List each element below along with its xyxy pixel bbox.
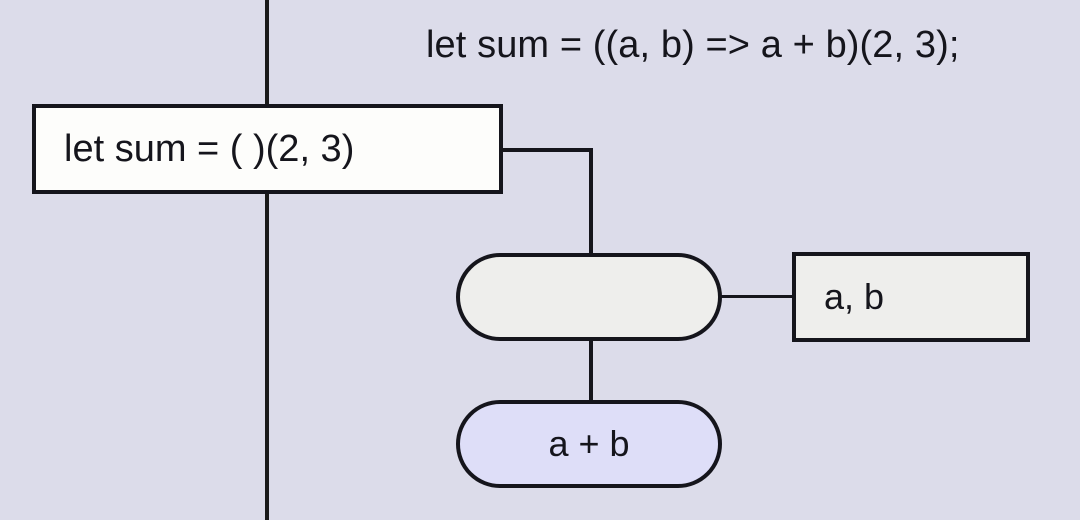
node-function-body[interactable]: a + b (456, 400, 722, 488)
connector-call-to-function-horizontal (499, 148, 593, 152)
connector-function-to-body (589, 337, 593, 404)
vertical-divider-line (265, 0, 269, 520)
node-call-expression[interactable]: let sum = ( )(2, 3) (32, 104, 503, 194)
node-parameters[interactable]: a, b (792, 252, 1030, 342)
connector-call-to-function-vertical (589, 148, 593, 257)
source-code-caption: let sum = ((a, b) => a + b)(2, 3); (426, 24, 960, 66)
node-arrow-function[interactable] (456, 253, 722, 341)
connector-function-to-params (718, 295, 796, 298)
